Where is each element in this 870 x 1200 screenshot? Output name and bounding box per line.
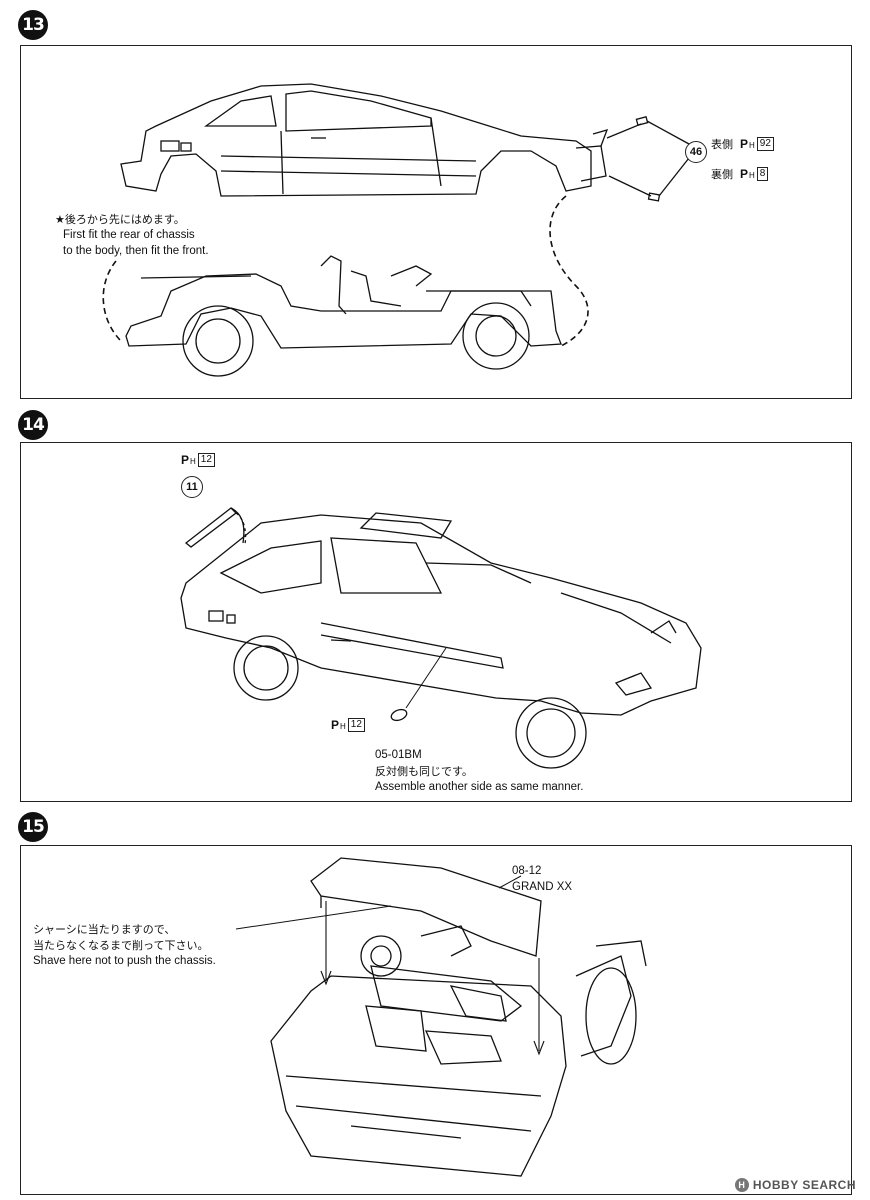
step-14-number: 14	[22, 415, 45, 435]
front-side-label: 表側	[711, 138, 733, 151]
ph-top-code: 12	[197, 453, 215, 467]
watermark-text: HOBBY SEARCH	[752, 1178, 856, 1192]
ph-h-glyph: H	[340, 722, 346, 731]
ph-back-label: 裏側 P H 8	[711, 166, 769, 182]
ph-p-glyph: P	[740, 167, 749, 181]
step-14-badge: 14	[18, 410, 48, 440]
step-15-badge: 15	[18, 812, 48, 842]
step-13-badge: 13	[18, 10, 48, 40]
step-13-note-jp: ★後ろから先にはめます。	[55, 213, 185, 226]
step-14-illustration	[180, 507, 702, 769]
step-15-panel: 08-12 GRAND XX シャーシに当たりますので、 当たらなくなるまで削っ…	[20, 845, 852, 1195]
decal-code: 05-01BM	[375, 749, 422, 761]
step-15-part-code: 08-12	[512, 865, 542, 877]
ph-bottom-code: 12	[347, 718, 365, 732]
step-13-note-en-line1: First fit the rear of chassis	[63, 229, 195, 241]
part-11-number: 11	[186, 481, 198, 493]
ph-p-glyph: P	[181, 453, 190, 467]
step-13-panel: ★後ろから先にはめます。 First fit the rear of chass…	[20, 45, 852, 399]
ph-p-glyph: P	[740, 137, 749, 151]
step-15-note-jp-line2: 当たらなくなるまで削って下さい。	[33, 939, 209, 952]
ph-h-glyph: H	[749, 141, 755, 150]
ph-h-glyph: H	[749, 171, 755, 180]
part-46-circle: 46	[685, 141, 707, 163]
ph-h-glyph: H	[190, 457, 196, 466]
step-15-part-name: GRAND XX	[512, 881, 573, 893]
ph-bottom-label: P H 12	[331, 718, 365, 732]
ph-p-glyph: P	[331, 718, 340, 732]
step-14-note-jp: 反対側も同じです。	[375, 765, 473, 778]
ph-top-label: P H 12	[181, 453, 215, 467]
step-15-note-en: Shave here not to push the chassis.	[33, 955, 216, 967]
watermark: H HOBBY SEARCH	[734, 1178, 856, 1192]
back-side-label: 裏側	[711, 168, 733, 181]
ph-front-label: 表側 P H 92	[711, 136, 774, 152]
step-13-number: 13	[22, 15, 45, 35]
ph-front-code: 92	[756, 137, 774, 151]
step-15-number: 15	[22, 817, 45, 837]
step-15-note-jp-line1: シャーシに当たりますので、	[33, 923, 176, 936]
step-14-panel: P H 12 11 P H 12 05-01BM 反対側も同じです。 Assem…	[20, 442, 852, 802]
step-14-note-en: Assemble another side as same manner.	[375, 781, 584, 793]
ph-back-code: 8	[756, 167, 769, 181]
step-15-illustration	[235, 857, 647, 1177]
part-46-number: 46	[689, 146, 703, 158]
step-13-note-en-line2: to the body, then fit the front.	[63, 245, 209, 257]
hobby-search-logo-icon: H	[734, 1178, 749, 1192]
part-11-circle: 11	[181, 476, 203, 498]
step-13-illustration	[102, 83, 690, 377]
